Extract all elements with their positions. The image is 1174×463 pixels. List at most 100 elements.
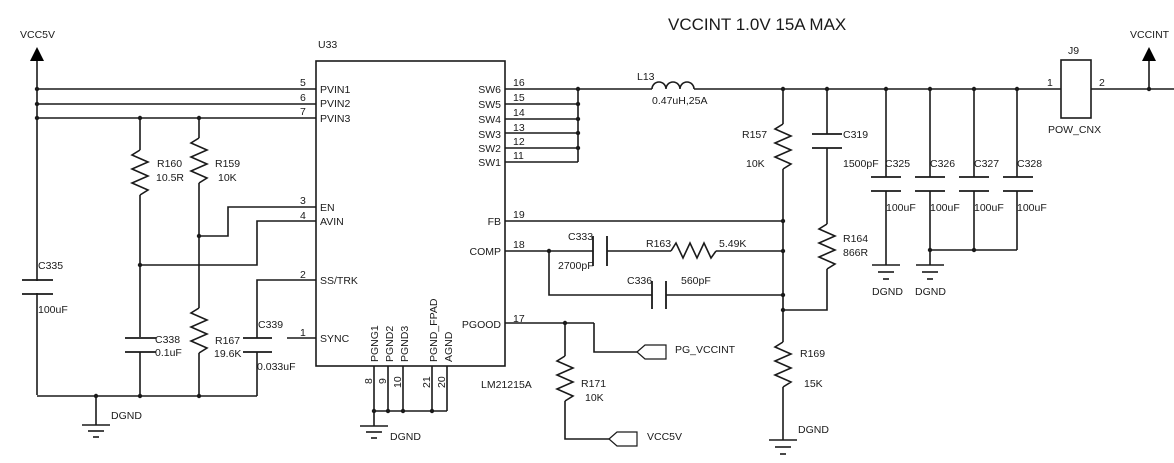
- j9-pin1: 1: [1047, 77, 1053, 89]
- ground-symbol: [916, 264, 944, 280]
- pin-num: 12: [513, 136, 525, 148]
- pin-name: SW1: [478, 157, 501, 169]
- r157-value: 10K: [746, 158, 765, 170]
- c338-value: 0.1uF: [155, 347, 182, 359]
- j9-pin2: 2: [1099, 77, 1105, 89]
- c335-value: 100uF: [38, 304, 68, 316]
- schematic-title: VCCINT 1.0V 15A MAX: [668, 15, 846, 34]
- wire-avin: [140, 220, 316, 266]
- c319-value: 1500pF: [843, 158, 879, 170]
- pin-num: 15: [513, 92, 525, 104]
- capacitor-c339: C339 0.033uF: [243, 319, 296, 396]
- pin-name: FB: [488, 216, 501, 228]
- l13-value: 0.47uH,25A: [652, 95, 707, 107]
- c335-ref: C335: [38, 260, 63, 272]
- wire: [783, 269, 828, 311]
- u33-left-pins: 5 PVIN1 6 PVIN2 7 PVIN3 3 EN 4 AVIN 2 SS…: [300, 77, 358, 345]
- pin-num: 9: [377, 378, 389, 384]
- c319-ref: C319: [843, 129, 868, 141]
- junction-dot: [385, 408, 391, 414]
- pin-name: SW6: [478, 84, 501, 96]
- junction-dot: [137, 115, 143, 121]
- r157-ref: R157: [742, 129, 767, 141]
- pin-num: 18: [513, 239, 525, 251]
- c336-value: 560pF: [681, 275, 711, 287]
- junction-dot: [34, 101, 40, 107]
- power-arrow-icon: [1142, 47, 1156, 61]
- r163-ref: R163: [646, 238, 671, 250]
- output-capacitor-bank: [871, 86, 1033, 265]
- c326-value: 100uF: [930, 202, 960, 214]
- junction-dot: [780, 292, 786, 298]
- r171-value: 10K: [585, 392, 604, 404]
- power-arrow-icon: [30, 47, 44, 61]
- dgnd-label-ic: DGND: [390, 431, 421, 443]
- pin-num: 10: [392, 376, 404, 388]
- pin-num: 1: [300, 327, 306, 339]
- resistor-r157: [773, 123, 793, 170]
- pin-num: 16: [513, 77, 525, 89]
- pin-num: 6: [300, 92, 306, 104]
- c325-value: 100uF: [886, 202, 916, 214]
- r160-ref: R160: [157, 158, 182, 170]
- pin-num: 2: [300, 269, 306, 281]
- junction-dot: [137, 262, 143, 268]
- c338-ref: C338: [155, 334, 180, 346]
- c336-ref: C336: [627, 275, 652, 287]
- capacitor-c319: C319 1500pF: [812, 129, 879, 170]
- resistor-r160: [130, 149, 150, 196]
- pin-num: 5: [300, 77, 306, 89]
- junction-dot: [34, 115, 40, 121]
- pin-name: PGND_FPAD: [428, 298, 440, 362]
- r164-value: 866R: [843, 247, 869, 259]
- ground-symbol: [769, 387, 797, 455]
- resistor-r169: [773, 341, 793, 388]
- c327-ref: C327: [974, 158, 999, 170]
- pin-name: SW5: [478, 99, 501, 111]
- pin-name: PVIN1: [320, 84, 351, 96]
- port-vcc5v: [608, 431, 638, 447]
- pin-name: COMP: [470, 246, 502, 258]
- wire: [564, 401, 609, 440]
- pin-num: 17: [513, 313, 525, 325]
- ground-symbol: [872, 264, 900, 280]
- junction-dot: [429, 408, 435, 414]
- u33-part: LM21215A: [481, 379, 532, 391]
- junction-dot: [34, 86, 40, 92]
- pin-name: AVIN: [320, 216, 344, 228]
- pin-name: EN: [320, 202, 335, 214]
- pin-num: 20: [436, 376, 448, 388]
- c339-value: 0.033uF: [257, 361, 296, 373]
- pin-num: 7: [300, 106, 306, 118]
- pg-vccint-label: PG_VCCINT: [675, 344, 736, 356]
- pin-num: 3: [300, 195, 306, 207]
- wire-ss-trk: [256, 279, 316, 338]
- r171-ref: R171: [581, 378, 606, 390]
- pin-name: SS/TRK: [320, 275, 358, 287]
- r169-ref: R169: [800, 348, 825, 360]
- pin-num: 8: [363, 378, 375, 384]
- r159-value: 10K: [218, 172, 237, 184]
- l13-ref: L13: [637, 71, 655, 83]
- capacitor-c336: C336 560pF: [627, 275, 711, 309]
- dgnd-label-c325: DGND: [872, 286, 903, 298]
- junction-dot: [575, 145, 581, 151]
- junction-dot: [137, 393, 143, 399]
- wire: [548, 251, 652, 296]
- pin-name: PGOOD: [462, 319, 502, 331]
- capacitor-c335: C335 100uF: [22, 260, 68, 316]
- c333-ref: C333: [568, 231, 593, 243]
- u33-right-pins: 16 SW6 15 SW5 14 SW4 13 SW3 12 SW2 11 SW…: [462, 77, 525, 331]
- pin-num: 13: [513, 122, 525, 134]
- c325-ref: C325: [885, 158, 910, 170]
- r160-value: 10.5R: [156, 172, 184, 184]
- capacitor-c333: C333 2700pF: [558, 231, 608, 272]
- resistor-r167: [189, 307, 209, 354]
- wire-en: [199, 206, 316, 237]
- junction-dot: [196, 233, 202, 239]
- capacitor-c338: C338 0.1uF: [125, 334, 182, 396]
- connector-j9: J9 POW_CNX 1 2: [1047, 45, 1105, 136]
- port-pg-vccint: [636, 344, 667, 360]
- r169-value: 15K: [804, 378, 823, 390]
